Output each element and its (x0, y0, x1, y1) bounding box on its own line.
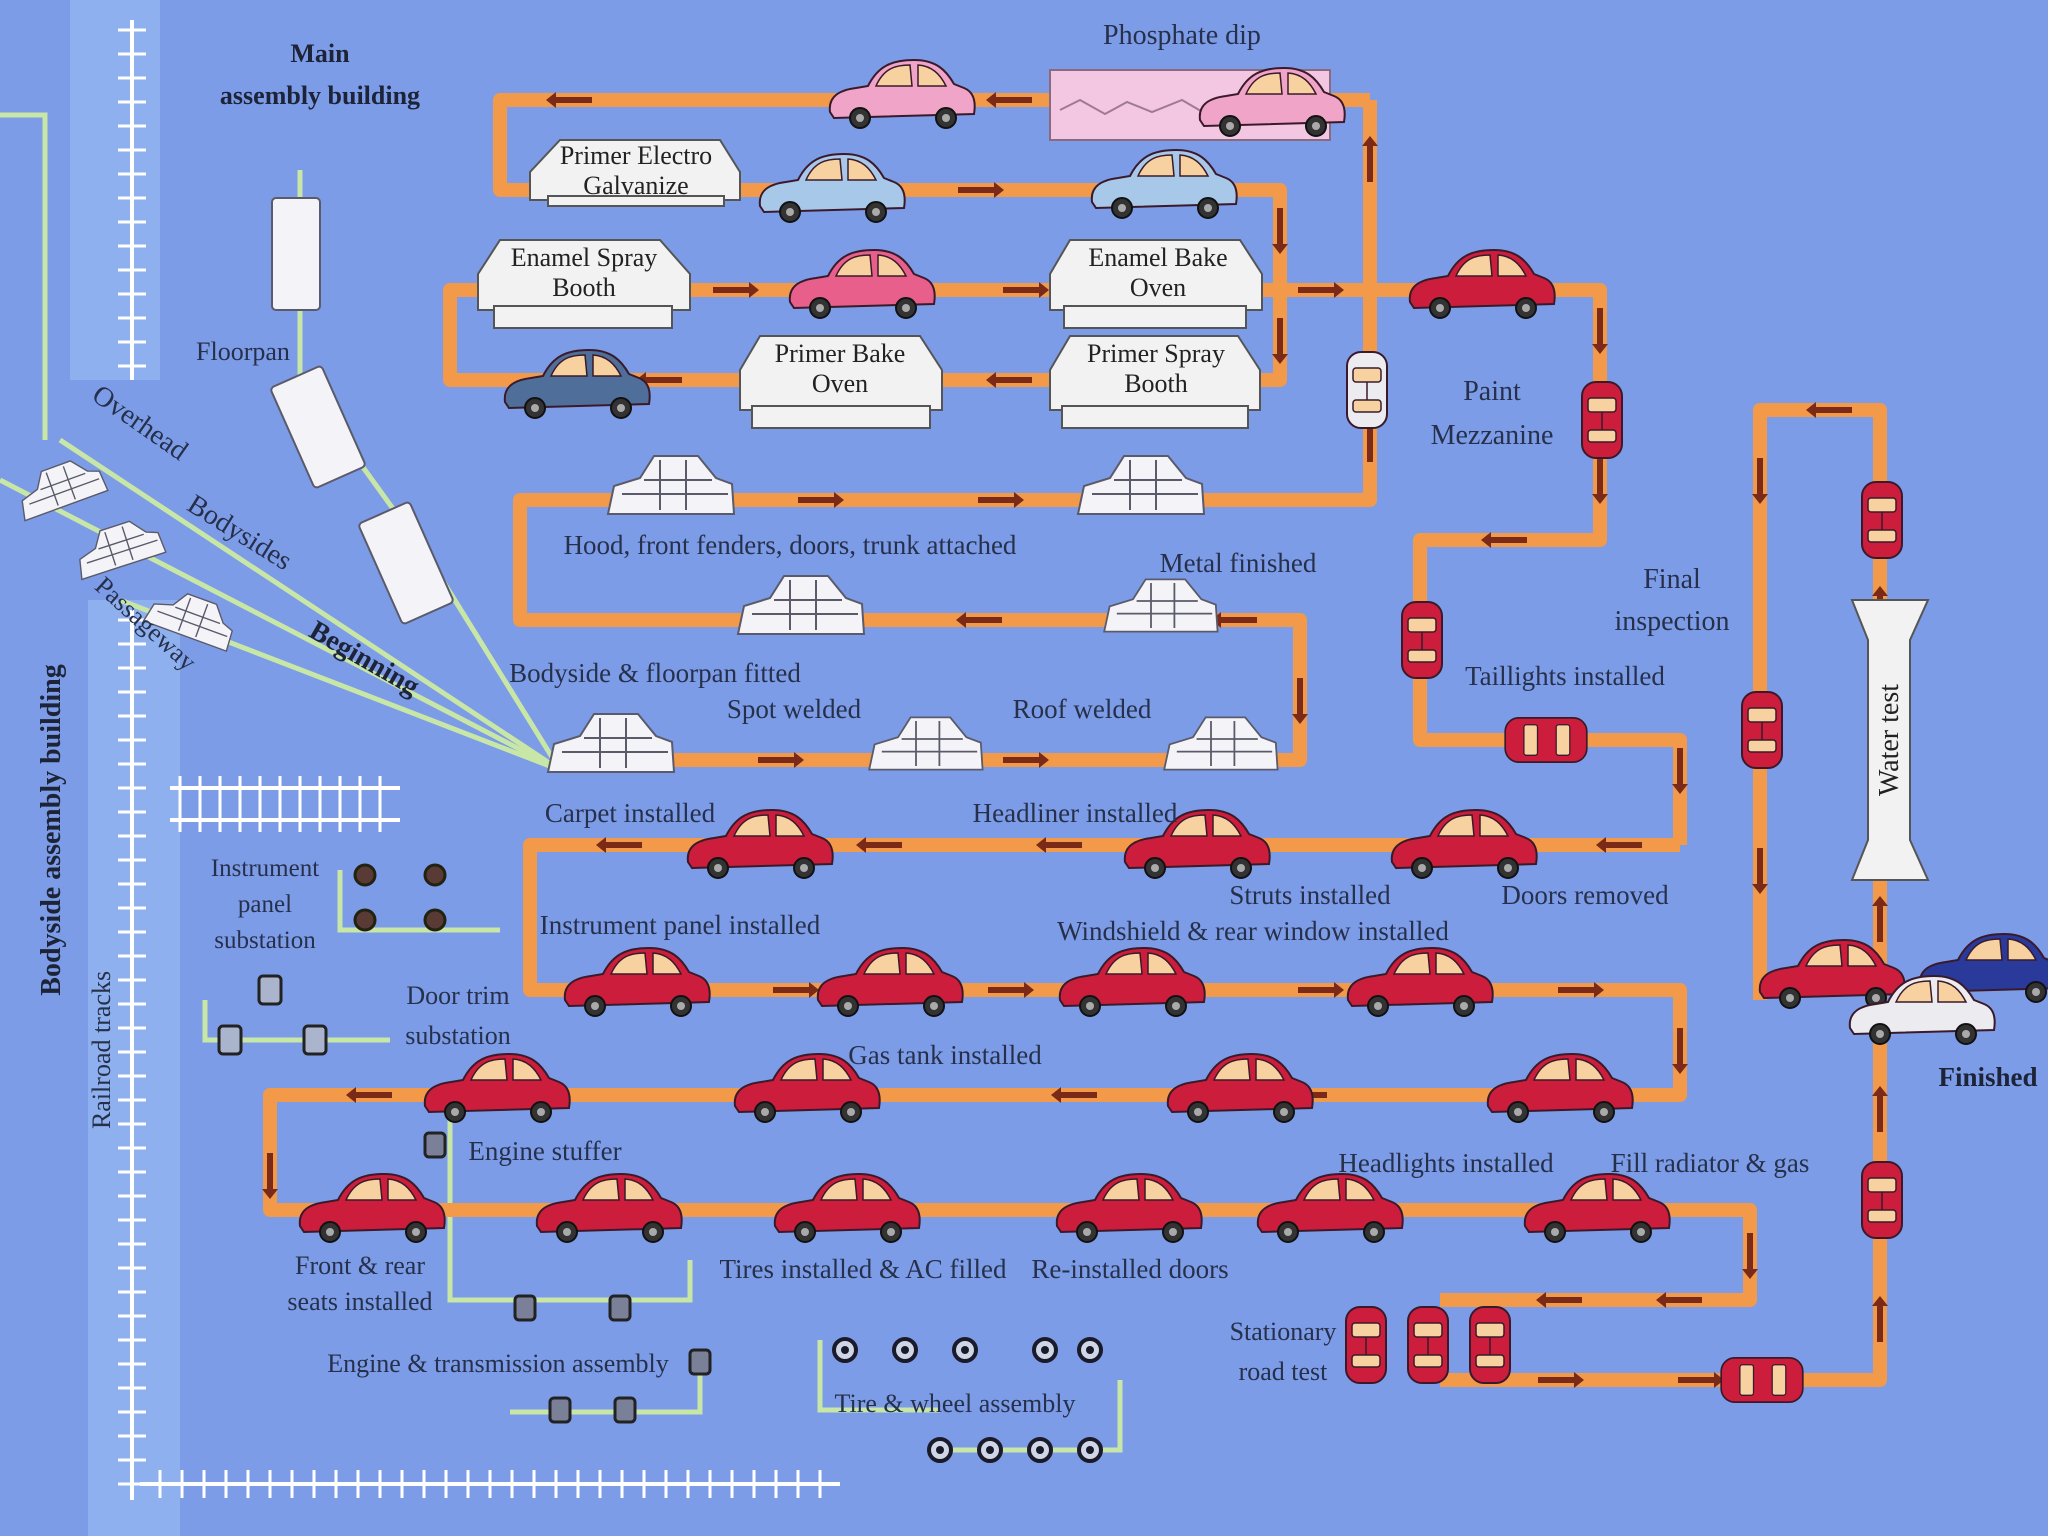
booth-primer-electro-line2: Galvanize (583, 171, 688, 200)
floorpan-label: Floorpan (196, 337, 290, 366)
instrument-substation-line2: panel (238, 891, 292, 918)
reinstalled-doors-label: Re-installed doors (1031, 1254, 1228, 1284)
railroad-tracks-label: Railroad tracks (87, 971, 116, 1129)
track-ties (118, 28, 822, 1498)
headlights-label: Headlights installed (1338, 1148, 1554, 1178)
taillights-label: Taillights installed (1465, 661, 1665, 691)
spot-welded-label: Spot welded (727, 694, 862, 724)
booth-primer-bake-line1: Primer Bake (775, 339, 906, 368)
windshield-label: Windshield & rear window installed (1057, 916, 1449, 946)
engine-stuffer-label: Engine stuffer (468, 1136, 621, 1166)
fill-radiator-label: Fill radiator & gas (1611, 1148, 1810, 1178)
carpet-label: Carpet installed (545, 798, 716, 828)
booth-water-test: Water test (1850, 599, 1930, 881)
paint-mezzanine-line1: Paint (1463, 376, 1521, 407)
booth-primer-bake: Primer Bake Oven (739, 335, 943, 429)
tires-ac-label: Tires installed & AC filled (719, 1254, 1007, 1284)
metal-finished-label: Metal finished (1160, 548, 1317, 578)
booth-enamel-bake: Enamel Bake Oven (1049, 239, 1263, 329)
struts-label: Struts installed (1229, 880, 1391, 910)
booth-primer-spray-line1: Primer Spray (1087, 339, 1225, 368)
booth-primer-electro-line1: Primer Electro (560, 141, 712, 170)
floor-strip-left (70, 0, 160, 380)
main-building-line2: assembly building (220, 81, 420, 110)
roof-welded-label: Roof welded (1013, 694, 1152, 724)
seats-line2: seats installed (287, 1287, 432, 1316)
booth-primer-spray: Primer Spray Booth (1049, 335, 1261, 429)
seats-line1: Front & rear (295, 1251, 425, 1280)
booth-primer-bake-line2: Oven (812, 369, 868, 398)
booth-primer-electro: Primer Electro Galvanize (529, 139, 741, 207)
stationary-road-test-line2: road test (1239, 1357, 1329, 1386)
main-building-line1: Main (290, 39, 350, 68)
bodyside-floorpan-label: Bodyside & floorpan fitted (509, 658, 801, 688)
door-trim-line1: Door trim (406, 981, 509, 1010)
vehicles (10, 59, 2048, 1463)
instrument-substation-line1: Instrument (211, 855, 319, 882)
water-test-label: Water test (1874, 684, 1905, 796)
engine-transmission-label: Engine & transmission assembly (327, 1349, 669, 1378)
phosphate-dip-label: Phosphate dip (1103, 20, 1261, 51)
instrument-installed-label: Instrument panel installed (540, 910, 821, 940)
gas-tank-label: Gas tank installed (848, 1040, 1042, 1070)
finished-label: Finished (1938, 1062, 2037, 1092)
booth-enamel-spray-line1: Enamel Spray (511, 243, 658, 272)
floorpan-parts (270, 197, 454, 625)
booth-primer-spray-line2: Booth (1124, 369, 1188, 398)
final-inspection-line2: inspection (1614, 606, 1729, 637)
booth-enamel-bake-line2: Oven (1130, 273, 1186, 302)
paint-mezzanine-line2: Mezzanine (1431, 420, 1554, 451)
door-trim-line2: substation (405, 1021, 510, 1050)
stationary-road-test-line1: Stationary (1230, 1317, 1337, 1346)
final-inspection-line1: Final (1643, 564, 1701, 595)
booth-enamel-spray-line2: Booth (552, 273, 616, 302)
hood-attached-label: Hood, front fenders, doors, trunk attach… (564, 530, 1017, 560)
doors-removed-label: Doors removed (1501, 880, 1669, 910)
tire-wheel-label: Tire & wheel assembly (835, 1389, 1076, 1418)
booth-enamel-spray: Enamel Spray Booth (477, 239, 691, 329)
booth-enamel-bake-line1: Enamel Bake (1088, 243, 1227, 272)
headliner-label: Headliner installed (973, 798, 1178, 828)
bodyside-building-label: Bodyside assembly building (36, 664, 67, 995)
instrument-substation-line3: substation (214, 927, 316, 954)
